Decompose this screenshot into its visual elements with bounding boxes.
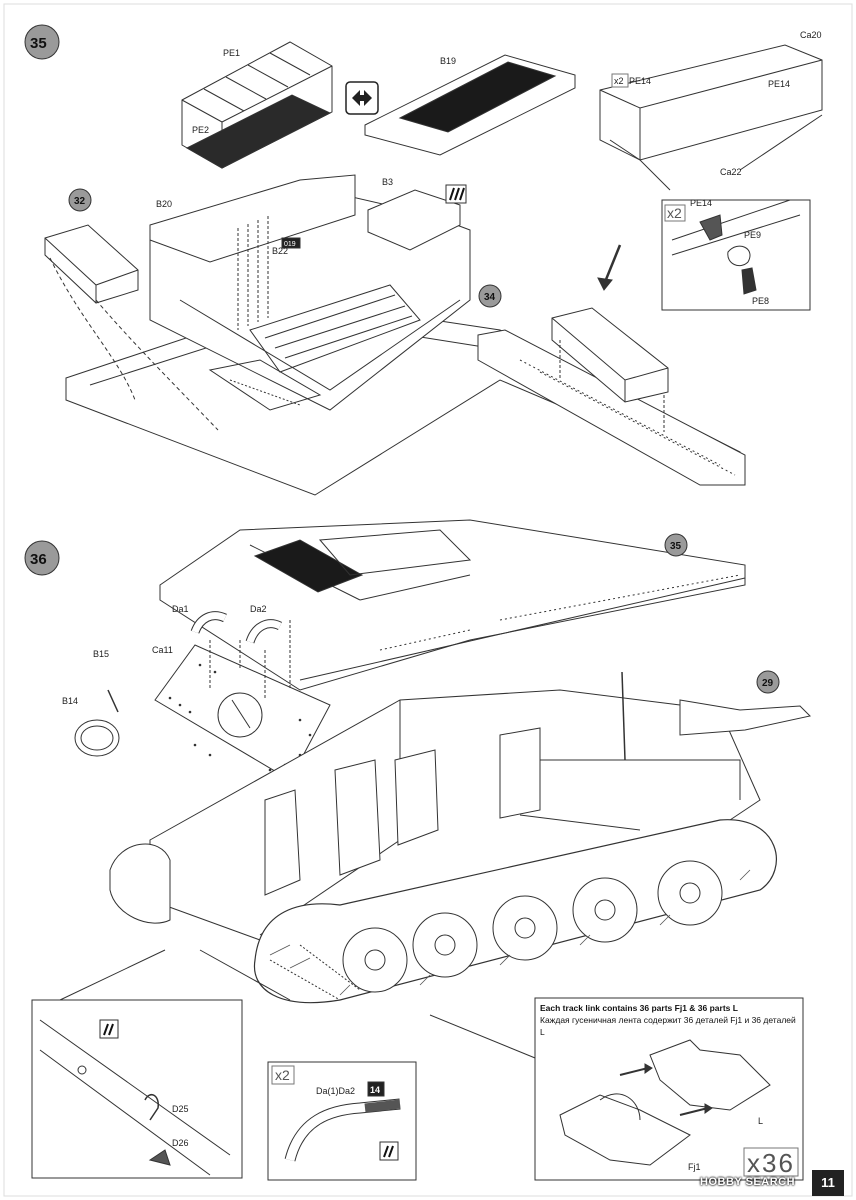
ref-step-34-label: 34 bbox=[484, 292, 496, 303]
x2-marker-b: x2 bbox=[667, 205, 682, 221]
stowage-box-right bbox=[551, 307, 669, 403]
part-b22-rods bbox=[237, 216, 269, 330]
label-b14: B14 bbox=[62, 696, 78, 706]
track-note: Each track link contains 36 parts Fj1 & … bbox=[540, 1002, 800, 1038]
label-part-l: L bbox=[758, 1116, 763, 1126]
paint-code-tag bbox=[281, 237, 301, 249]
part-b3-cover bbox=[367, 189, 461, 251]
x2-marker-a-box bbox=[611, 73, 629, 88]
label-ca11: Ca11 bbox=[152, 645, 173, 655]
part-d25-shackle bbox=[144, 1093, 159, 1121]
step-36-number: 36 bbox=[30, 551, 47, 568]
x2-marker-c: x2 bbox=[275, 1067, 290, 1083]
ref-step-34-bubble bbox=[478, 284, 502, 308]
step-35-badge bbox=[24, 24, 60, 60]
x36-marker: x36 bbox=[747, 1148, 795, 1178]
label-pe14-a: PE14 bbox=[629, 76, 651, 86]
paint-code-tag-b bbox=[367, 1081, 385, 1097]
label-da-combo: Da(1)Da2 bbox=[316, 1086, 355, 1096]
track-links bbox=[269, 869, 751, 996]
exhaust-pipe-d bbox=[499, 727, 541, 819]
part-pe14-clip bbox=[699, 214, 723, 241]
part-b20-box bbox=[149, 174, 356, 263]
part-b14-hatch bbox=[74, 719, 120, 757]
x2-marker-b-box bbox=[664, 204, 686, 222]
step-36-badge bbox=[24, 540, 60, 576]
x2-marker-a: x2 bbox=[614, 76, 624, 86]
exhaust-pipe-c bbox=[394, 749, 439, 846]
label-pe14-b: PE14 bbox=[768, 79, 790, 89]
part-b15-handle bbox=[107, 689, 119, 713]
page-number: 11 bbox=[812, 1170, 844, 1196]
ref-step-32-bubble bbox=[68, 188, 92, 212]
label-pe9: PE9 bbox=[744, 230, 761, 240]
ref-step-29-bubble bbox=[756, 670, 780, 694]
label-pe1: PE1 bbox=[223, 48, 240, 58]
label-da1: Da1 bbox=[172, 604, 189, 614]
paint-code-14: 14 bbox=[370, 1085, 380, 1095]
label-d25: D25 bbox=[172, 1104, 189, 1114]
left-track bbox=[109, 843, 171, 924]
assembly-arrow bbox=[603, 244, 622, 283]
ref-step-29-label: 29 bbox=[762, 678, 774, 689]
label-pe2: PE2 bbox=[192, 125, 209, 135]
label-da2: Da2 bbox=[250, 604, 267, 614]
part-pe9-hook bbox=[727, 245, 751, 267]
label-b20: B20 bbox=[156, 199, 172, 209]
label-b15: B15 bbox=[93, 649, 109, 659]
ref-step-35-bubble bbox=[664, 533, 688, 557]
part-ca11-plate bbox=[154, 644, 331, 781]
part-pe2-mesh bbox=[185, 94, 332, 169]
part-fj1-link bbox=[559, 1094, 691, 1166]
upper-deck-assembly bbox=[159, 519, 746, 691]
page-border bbox=[3, 3, 853, 1197]
antenna bbox=[621, 671, 626, 761]
label-ca22: Ca22 bbox=[720, 167, 742, 177]
paint-chip-icon-c bbox=[379, 1141, 399, 1161]
step-36: 36 35 bbox=[24, 519, 812, 1181]
x36-marker-box bbox=[743, 1147, 799, 1177]
step-35-number: 35 bbox=[30, 35, 47, 52]
label-b19: B19 bbox=[440, 56, 456, 66]
exhaust-pipe-a bbox=[264, 789, 301, 896]
x2-marker-c-box bbox=[271, 1065, 295, 1085]
part-l-link bbox=[649, 1039, 771, 1111]
track-note-subtitle: Каждая гусеничная лента содержит 36 дета… bbox=[540, 1015, 796, 1037]
label-d26: D26 bbox=[172, 1138, 189, 1148]
label-ca20: Ca20 bbox=[800, 30, 822, 40]
paint-chip-icon-b bbox=[99, 1019, 119, 1039]
ca22-housing bbox=[599, 44, 823, 161]
part-b19-slats bbox=[398, 61, 557, 133]
road-wheels bbox=[342, 860, 723, 993]
stowage-box-left bbox=[44, 224, 139, 304]
track-note-title: Each track link contains 36 parts Fj1 & … bbox=[540, 1003, 738, 1013]
deck-grille bbox=[253, 539, 364, 593]
label-b22: B22 bbox=[272, 246, 288, 256]
part-d26-pin bbox=[148, 1149, 171, 1166]
gun-barrel bbox=[679, 699, 812, 736]
step-35: 35 019 bbox=[24, 24, 823, 496]
exhaust-pipe-b bbox=[334, 759, 381, 876]
ref-step-35-label: 35 bbox=[670, 541, 682, 552]
paint-code-019: 019 bbox=[284, 241, 296, 248]
label-pe8: PE8 bbox=[752, 296, 769, 306]
ref-step-32-label: 32 bbox=[74, 196, 86, 207]
label-b3: B3 bbox=[382, 177, 393, 187]
watermark-brand: HOBBY SEARCH bbox=[700, 1176, 796, 1188]
right-fender bbox=[477, 329, 746, 486]
label-part-fj1: Fj1 bbox=[688, 1162, 701, 1172]
part-pe8-latch bbox=[741, 267, 757, 295]
label-pe14-c: PE14 bbox=[690, 198, 712, 208]
